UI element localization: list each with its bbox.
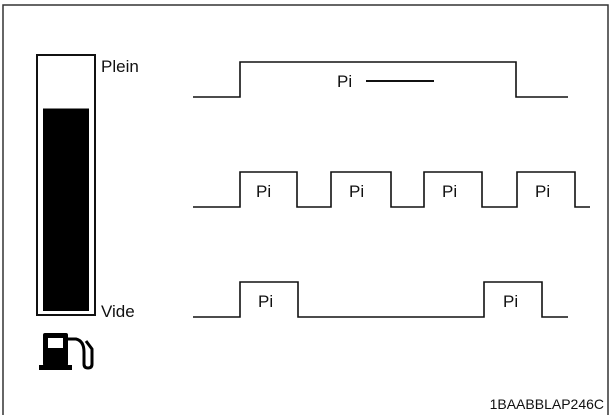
diagram-frame	[2, 4, 609, 415]
figure-code: 1BAABBLAP246C	[490, 396, 604, 412]
signal-waveform-1: Pi	[193, 61, 568, 98]
gauge-fill-level	[43, 108, 89, 311]
waveform-line	[193, 61, 568, 98]
signal-waveform-2: Pi Pi Pi Pi	[193, 171, 590, 208]
pulse-label: Pi	[442, 182, 457, 201]
fuel-pump-icon	[39, 333, 94, 370]
waveform-line	[193, 171, 590, 208]
pulse-label: Pi	[535, 182, 550, 201]
gauge-full-label: Plein	[101, 57, 139, 76]
pulse-label: Pi	[337, 72, 352, 91]
pulse-label: Pi	[258, 292, 273, 311]
fuel-gauge: Plein Vide	[36, 54, 139, 370]
pulse-label: Pi	[503, 292, 518, 311]
gauge-empty-label: Vide	[101, 302, 135, 321]
pulse-label: Pi	[349, 182, 364, 201]
waveform-line	[193, 281, 568, 318]
signal-waveform-3: Pi Pi	[193, 281, 568, 318]
pulse-label: Pi	[256, 182, 271, 201]
